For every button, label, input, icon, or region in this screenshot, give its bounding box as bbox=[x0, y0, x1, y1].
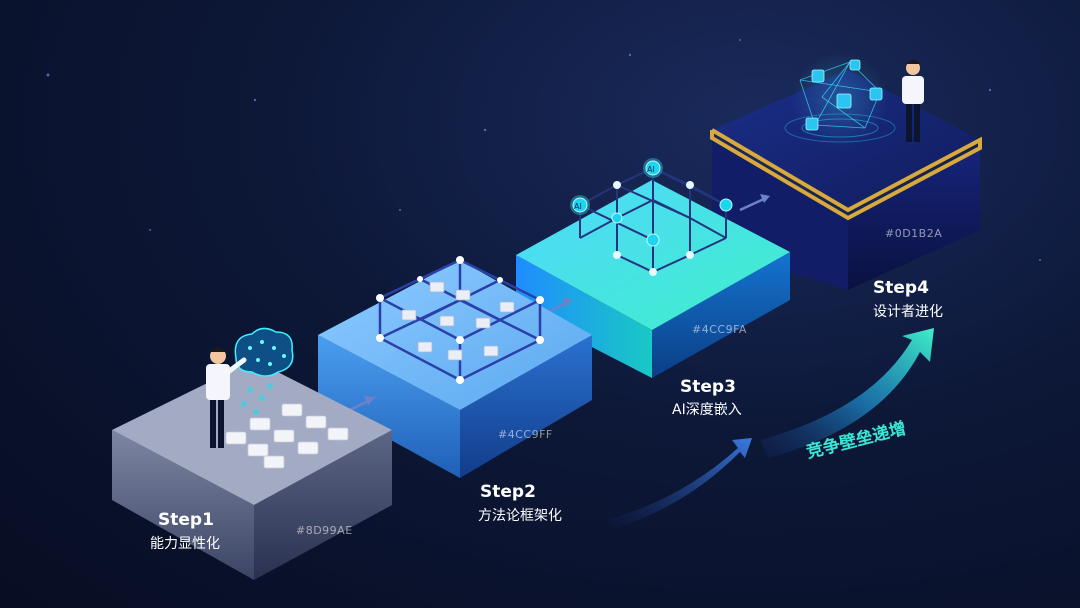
ai-node-label-left: AI bbox=[574, 202, 582, 211]
step4-color-code: #0D1B2A bbox=[885, 227, 942, 240]
growth-arrow-lower bbox=[606, 438, 752, 530]
step1-color-code: #8D99AE bbox=[296, 524, 353, 537]
step4-title: Step4 bbox=[873, 278, 929, 298]
step4-subtitle: 设计者进化 bbox=[873, 304, 943, 320]
step3-title: Step3 bbox=[680, 377, 736, 397]
step2-color-code: #4CC9FF bbox=[498, 428, 553, 441]
ai-node-label-top: AI bbox=[647, 165, 655, 174]
step2-subtitle: 方法论框架化 bbox=[478, 508, 562, 524]
step2-title: Step2 bbox=[480, 482, 536, 502]
step3-color-code: #4CC9FA bbox=[692, 323, 747, 336]
step1-title: Step1 bbox=[158, 510, 214, 530]
step1-subtitle: 能力显性化 bbox=[150, 536, 220, 552]
step3-subtitle: AI深度嵌入 bbox=[672, 402, 742, 418]
